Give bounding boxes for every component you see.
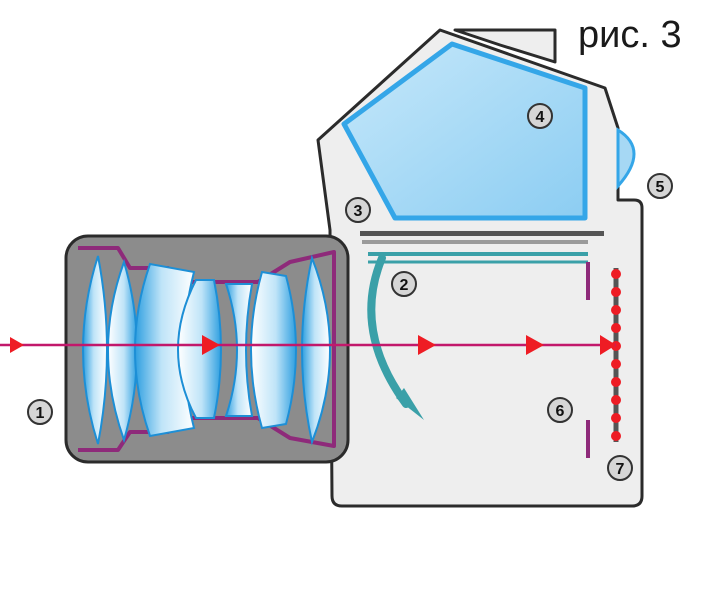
mirror-swing-arrowhead: [396, 388, 424, 420]
svg-text:4: 4: [536, 109, 545, 126]
svg-text:7: 7: [616, 461, 625, 478]
marker-5: 5: [647, 173, 673, 199]
marker-4: 4: [527, 103, 553, 129]
focusing-screen: [360, 231, 604, 236]
marker-6: 6: [547, 397, 573, 423]
svg-text:2: 2: [400, 277, 409, 294]
ray-arrows: [10, 335, 616, 355]
marker-7: 7: [607, 455, 633, 481]
svg-text:5: 5: [656, 179, 665, 196]
pentaprism: [341, 41, 588, 221]
figure-caption: рис. 3: [578, 14, 682, 56]
marker-1: 1: [27, 399, 53, 425]
focusing-screen-lower: [362, 240, 588, 244]
svg-text:1: 1: [36, 405, 45, 422]
marker-2: 2: [391, 271, 417, 297]
hot-shoe: [453, 28, 557, 64]
svg-text:3: 3: [354, 203, 363, 220]
svg-text:6: 6: [556, 403, 565, 420]
mirror-swing-arrow: [367, 254, 410, 408]
eyepiece: [616, 127, 636, 190]
marker-3: 3: [345, 197, 371, 223]
lens-elements: [82, 254, 331, 446]
